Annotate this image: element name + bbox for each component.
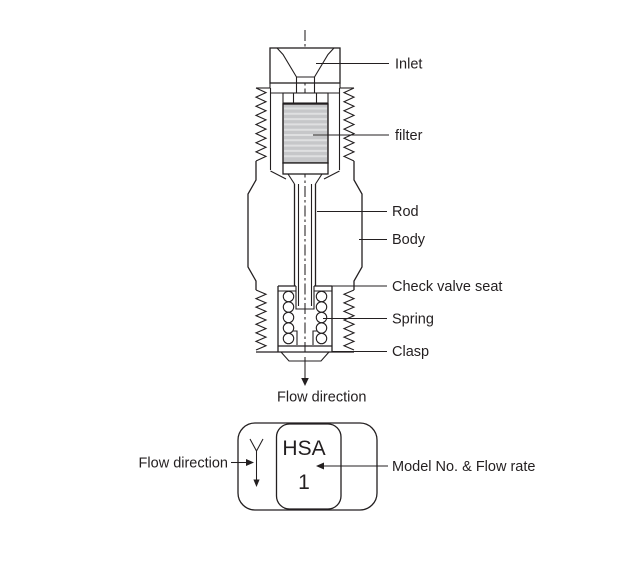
spring-right [315,290,328,345]
label-inlet: Inlet [395,57,422,73]
flow-direction-leader-arrow [231,459,254,466]
label-spring: Spring [392,312,434,328]
leader-lines [313,62,389,353]
rod-slot [295,286,315,310]
inlet-cap [269,47,341,93]
hex-nut-view: HSA 1 Flow direction Model No. & Flow ra… [139,422,535,511]
filter-spacer [282,92,329,104]
filter-assembly [282,92,329,185]
nut-marking-flow-rate: 1 [298,471,310,494]
label-body: Body [392,232,426,248]
label-flow-direction: Flow direction [277,390,366,406]
label-check-valve-seat: Check valve seat [392,279,502,295]
label-filter: filter [395,128,423,144]
rod [293,184,317,306]
check-valve-seat [277,285,333,352]
nut-marking-model: HSA [282,437,325,460]
label-clasp: Clasp [392,344,429,360]
label-rod: Rod [392,204,419,220]
filter-end-cap [282,162,329,175]
label-model-flow-rate: Model No. & Flow rate [392,459,535,475]
flow-arrow-down-icon [301,357,309,386]
model-leader-arrow [316,462,388,470]
filter-mesh-stripes [284,107,327,158]
spring-left [282,290,295,345]
label-flow-direction-bottom: Flow direction [139,456,228,472]
body-outline [247,161,363,290]
check-valve-symbol-icon [249,438,264,487]
